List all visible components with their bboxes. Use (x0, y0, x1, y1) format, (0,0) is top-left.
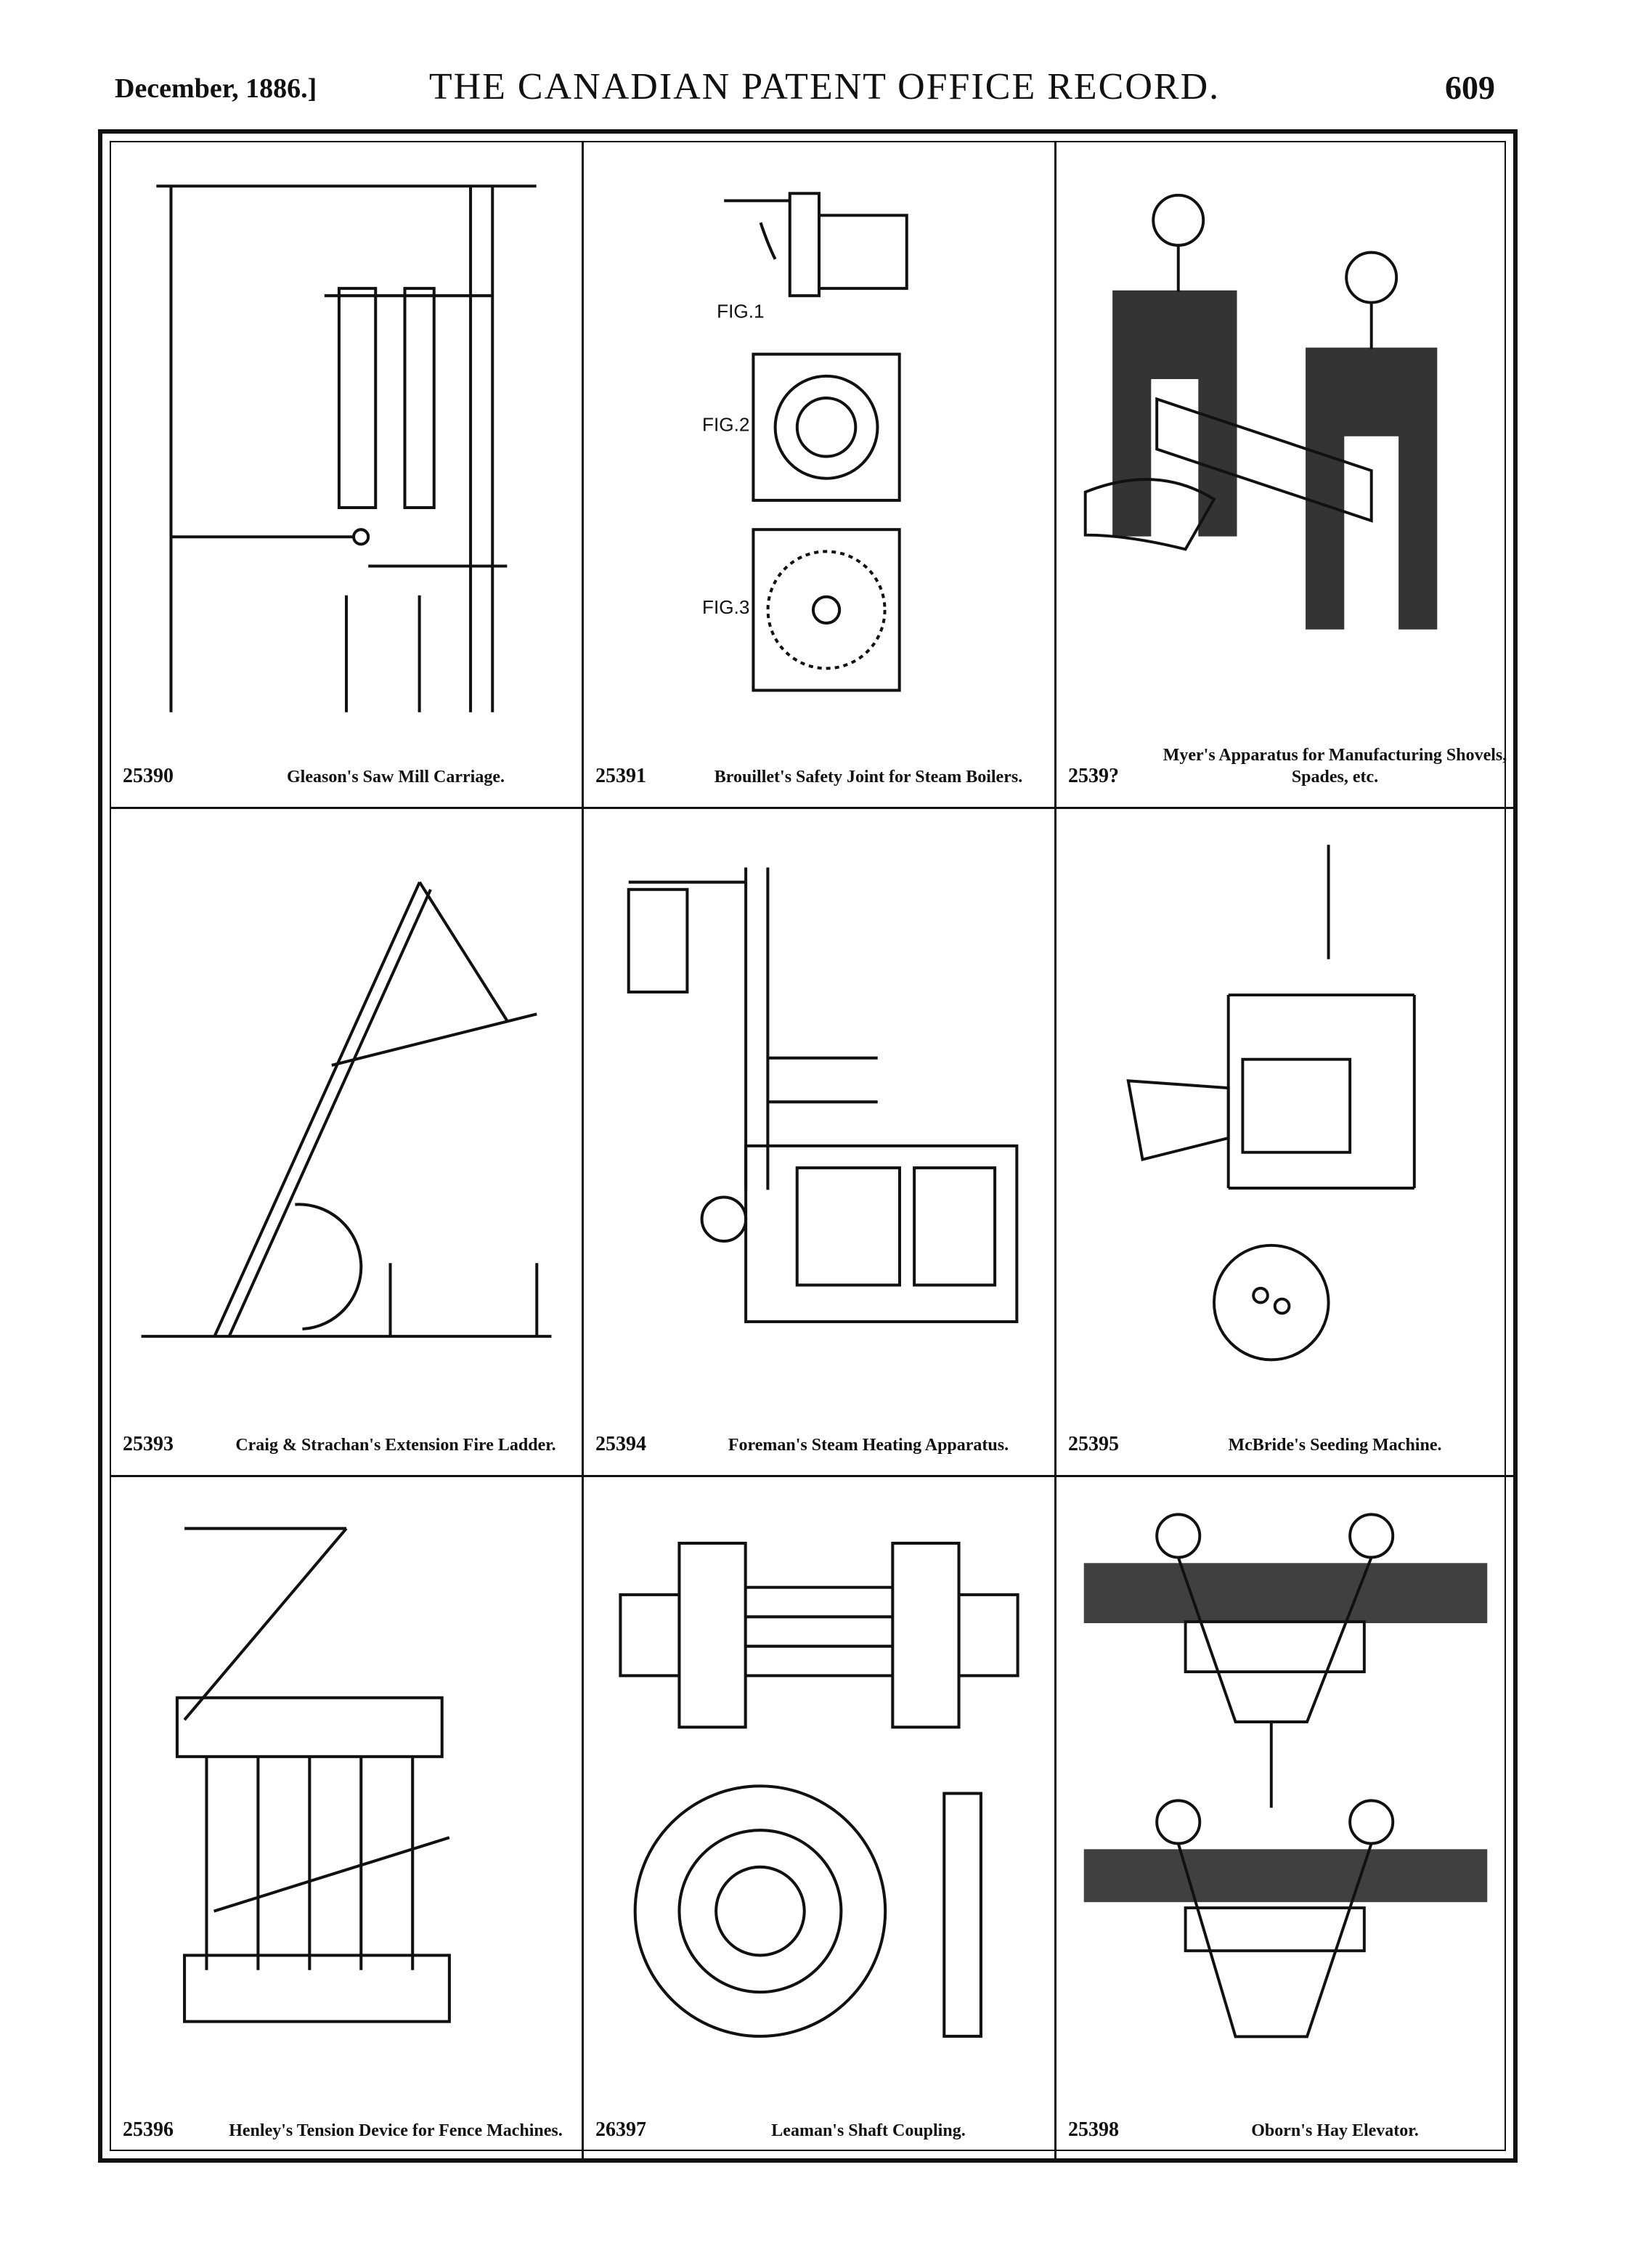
patent-plate-8: 26397 Leaman's Shaft Coupling. (584, 1477, 1056, 2161)
fig-label-1: FIG.1 (717, 300, 764, 322)
patent-title: Henley's Tension Device for Fence Machin… (229, 2121, 563, 2140)
patent-caption-2: 25391 Brouillet's Safety Joint for Steam… (595, 743, 1047, 794)
patent-plate-2: FIG.1 FIG.2 FIG.3 25391 Brouillet's Safe… (584, 142, 1056, 809)
patent-caption-4: 25393 Craig & Strachan's Extension Fire … (123, 1411, 574, 1462)
patent-number: 25390 (123, 765, 174, 787)
patent-title: Gleason's Saw Mill Carriage. (287, 768, 505, 787)
patent-drawing-7 (126, 1492, 567, 2095)
patent-drawing-8 (598, 1492, 1040, 2095)
patent-drawing-5 (598, 824, 1040, 1410)
patent-drawing-9 (1071, 1492, 1500, 2095)
patent-plate-6: 25395 McBride's Seeding Machine. (1056, 809, 1515, 1477)
header-page-number: 609 (1445, 69, 1495, 106)
patent-number: 25396 (123, 2118, 174, 2141)
patent-drawing-1 (126, 157, 567, 741)
plates-grid: 25390 Gleason's Saw Mill Carriage. FIG.1 (111, 142, 1515, 2161)
patent-caption-8: 26397 Leaman's Shaft Coupling. (595, 2097, 1047, 2147)
patent-caption-1: 25390 Gleason's Saw Mill Carriage. (123, 743, 574, 794)
patent-caption-5: 25394 Foreman's Steam Heating Apparatus. (595, 1411, 1047, 1462)
plates-inner-frame: 25390 Gleason's Saw Mill Carriage. FIG.1 (110, 141, 1515, 2161)
patent-drawing-6 (1071, 824, 1500, 1410)
patent-plate-7: 25396 Henley's Tension Device for Fence … (111, 1477, 584, 2161)
patent-caption-3: 2539? Myer's Apparatus for Manufacturing… (1068, 743, 1507, 794)
patent-title: Craig & Strachan's Extension Fire Ladder… (235, 1436, 556, 1455)
patent-title: McBride's Seeding Machine. (1228, 1436, 1442, 1455)
patent-caption-9: 25398 Oborn's Hay Elevator. (1068, 2097, 1507, 2147)
patent-title: Oborn's Hay Elevator. (1251, 2121, 1419, 2140)
patent-plate-5: 25394 Foreman's Steam Heating Apparatus. (584, 809, 1056, 1477)
patent-caption-6: 25395 McBride's Seeding Machine. (1068, 1411, 1507, 1462)
fig-label-2: FIG.2 (702, 413, 749, 435)
header-date: December, 1886.] (115, 73, 317, 104)
patent-title: Myer's Apparatus for Manufacturing Shove… (1163, 746, 1507, 787)
patent-plate-1: 25390 Gleason's Saw Mill Carriage. (111, 142, 584, 809)
patent-number: 25393 (123, 1433, 174, 1455)
patent-number: 25398 (1068, 2118, 1119, 2141)
patent-title: Brouillet's Safety Joint for Steam Boile… (714, 768, 1023, 787)
page-header: December, 1886.] THE CANADIAN PATENT OFF… (0, 65, 1649, 123)
patent-number: 26397 (595, 2118, 646, 2141)
patent-drawing-3 (1071, 157, 1500, 741)
plates-frame: 25390 Gleason's Saw Mill Carriage. FIG.1 (98, 129, 1518, 2163)
patent-drawing-4 (126, 824, 567, 1410)
patent-number: 25391 (595, 765, 646, 787)
patent-number: 25394 (595, 1433, 646, 1455)
patent-title: Foreman's Steam Heating Apparatus. (728, 1436, 1009, 1455)
patent-plate-3: 2539? Myer's Apparatus for Manufacturing… (1056, 142, 1515, 809)
patent-drawing-2: FIG.1 FIG.2 FIG.3 (598, 157, 1040, 741)
patent-number: 25395 (1068, 1433, 1119, 1455)
patent-plate-4: 25393 Craig & Strachan's Extension Fire … (111, 809, 584, 1477)
fig-label-3: FIG.3 (702, 596, 749, 618)
patent-plate-9: 25398 Oborn's Hay Elevator. (1056, 1477, 1515, 2161)
patent-number: 2539? (1068, 765, 1119, 787)
patent-caption-7: 25396 Henley's Tension Device for Fence … (123, 2097, 574, 2147)
header-title: THE CANADIAN PATENT OFFICE RECORD. (428, 66, 1221, 107)
patent-title: Leaman's Shaft Coupling. (771, 2121, 966, 2140)
